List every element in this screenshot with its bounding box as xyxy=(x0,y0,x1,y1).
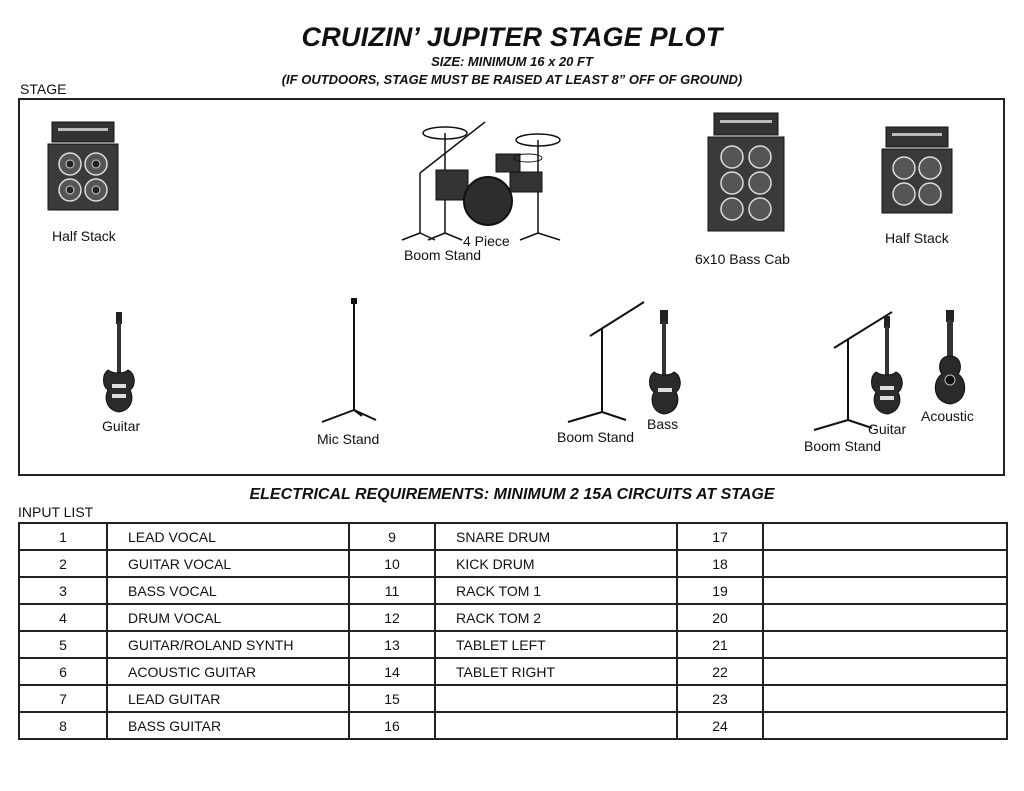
input-number-cell: 19 xyxy=(676,576,764,605)
drum-kit-icon xyxy=(401,121,561,241)
input-source-cell: RACK TOM 2 xyxy=(434,603,678,632)
input-source-cell xyxy=(762,711,1008,740)
input-source-cell xyxy=(762,549,1008,578)
electrical-requirements: ELECTRICAL REQUIREMENTS: MINIMUM 2 15A C… xyxy=(249,486,775,503)
boom-stand-icon xyxy=(567,301,645,423)
input-number-cell: 23 xyxy=(676,684,764,713)
guitar-right-label: Guitar xyxy=(868,421,907,437)
input-source-cell: GUITAR VOCAL xyxy=(106,549,350,578)
acoustic-label: Acoustic xyxy=(921,408,974,424)
input-source-cell: LEAD GUITAR xyxy=(106,684,350,713)
input-number-cell: 11 xyxy=(348,576,436,605)
input-number-cell: 20 xyxy=(676,603,764,632)
bass-label: Bass xyxy=(647,416,679,432)
drum-kit-label: 4 Piece xyxy=(463,233,510,249)
outdoor-note: (IF OUTDOORS, STAGE MUST BE RAISED AT LE… xyxy=(281,72,743,87)
input-number-cell: 17 xyxy=(676,522,764,551)
input-number-cell: 14 xyxy=(348,657,436,686)
input-source-cell: BASS VOCAL xyxy=(106,576,350,605)
input-number-cell: 22 xyxy=(676,657,764,686)
boom-stand-right-label: Boom Stand xyxy=(804,438,882,454)
stage-size-requirement: SIZE: MINIMUM 16 x 20 FT xyxy=(431,54,593,69)
electric-guitar-icon xyxy=(871,316,903,415)
input-number-cell: 24 xyxy=(676,711,764,740)
stage-area xyxy=(18,98,1005,476)
half-stack-amp-icon xyxy=(47,121,119,211)
input-source-cell xyxy=(762,522,1008,551)
input-source-cell: SNARE DRUM xyxy=(434,522,678,551)
input-list-label: INPUT LIST xyxy=(18,504,94,520)
input-number-cell: 15 xyxy=(348,684,436,713)
boom-stand-center-label: Boom Stand xyxy=(557,429,635,445)
input-number-cell: 4 xyxy=(18,603,108,632)
half-stack-amp-icon xyxy=(881,126,953,214)
input-number-cell: 6 xyxy=(18,657,108,686)
input-source-cell: ACOUSTIC GUITAR xyxy=(106,657,350,686)
bass-guitar-icon xyxy=(649,310,681,415)
input-number-cell: 18 xyxy=(676,549,764,578)
half-stack-left-label: Half Stack xyxy=(52,228,116,244)
input-number-cell: 7 xyxy=(18,684,108,713)
input-source-cell xyxy=(762,576,1008,605)
stage-label: STAGE xyxy=(20,81,67,97)
input-source-cell: RACK TOM 1 xyxy=(434,576,678,605)
mic-stand-icon xyxy=(321,298,377,423)
drum-boom-stand-label: Boom Stand xyxy=(404,247,482,263)
input-number-cell: 10 xyxy=(348,549,436,578)
input-source-cell xyxy=(434,711,678,740)
input-number-cell: 16 xyxy=(348,711,436,740)
input-source-cell: BASS GUITAR xyxy=(106,711,350,740)
input-number-cell: 5 xyxy=(18,630,108,659)
input-source-cell: DRUM VOCAL xyxy=(106,603,350,632)
input-source-cell xyxy=(762,657,1008,686)
input-source-cell xyxy=(762,684,1008,713)
input-number-cell: 2 xyxy=(18,549,108,578)
guitar-left-label: Guitar xyxy=(102,418,141,434)
input-number-cell: 13 xyxy=(348,630,436,659)
input-source-cell: TABLET LEFT xyxy=(434,630,678,659)
input-source-cell xyxy=(434,684,678,713)
input-source-cell: GUITAR/ROLAND SYNTH xyxy=(106,630,350,659)
input-number-cell: 8 xyxy=(18,711,108,740)
mic-stand-label: Mic Stand xyxy=(317,431,380,447)
input-number-cell: 3 xyxy=(18,576,108,605)
page-title: CRUIZIN’ JUPITER STAGE PLOT xyxy=(301,22,723,52)
half-stack-right-label: Half Stack xyxy=(885,230,949,246)
input-number-cell: 12 xyxy=(348,603,436,632)
electric-guitar-icon xyxy=(103,312,135,413)
input-source-cell: KICK DRUM xyxy=(434,549,678,578)
bass-cab-label: 6x10 Bass Cab xyxy=(695,251,790,267)
input-source-cell xyxy=(762,630,1008,659)
acoustic-guitar-icon xyxy=(934,310,966,405)
input-number-cell: 9 xyxy=(348,522,436,551)
boom-stand-icon xyxy=(813,311,893,431)
input-source-cell: LEAD VOCAL xyxy=(106,522,350,551)
input-number-cell: 21 xyxy=(676,630,764,659)
input-source-cell xyxy=(762,603,1008,632)
bass-cab-icon xyxy=(707,112,785,232)
input-source-cell: TABLET RIGHT xyxy=(434,657,678,686)
input-number-cell: 1 xyxy=(18,522,108,551)
